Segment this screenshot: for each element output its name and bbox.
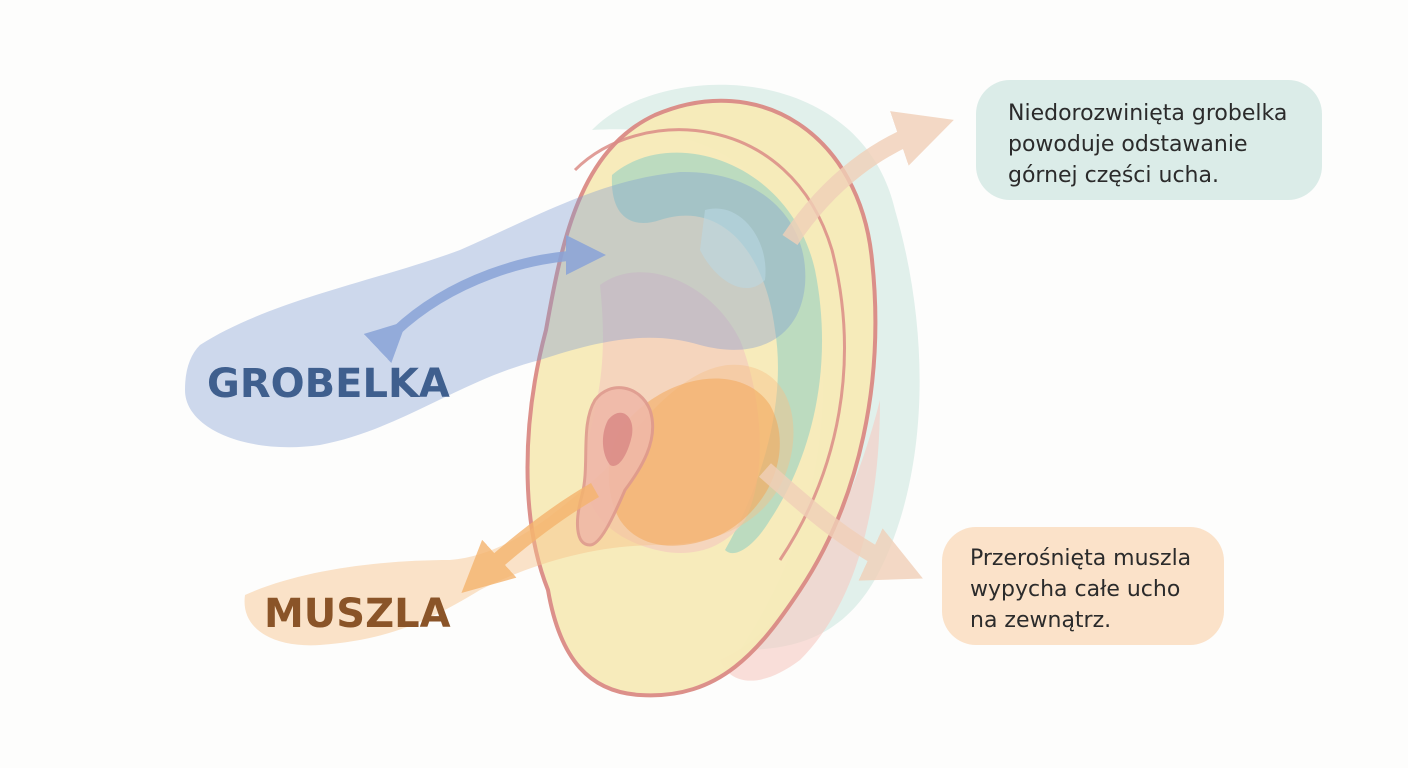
muszla-callout-line-2: wypycha całe ucho (970, 577, 1181, 602)
tragus (576, 386, 655, 547)
grobelka-callout: Niedorozwinięta grobelka powoduje odstaw… (976, 80, 1322, 200)
muszla-label: MUSZLA (264, 591, 451, 637)
helix-rim-inner (573, 128, 846, 561)
muszla-callout-line-1: Przerośnięta muszla (970, 546, 1192, 571)
grobelka-callout-line-3: górnej części ucha. (1008, 163, 1219, 188)
arrow-to-bottom-callout (759, 463, 923, 581)
muszla-callout-line-3: na zewnątrz. (970, 608, 1112, 633)
grobelka-callout-line-1: Niedorozwinięta grobelka (1008, 101, 1288, 126)
arrow-to-top-callout (782, 111, 954, 245)
grobelka-double-arrow (363, 235, 606, 364)
ear-canal (602, 412, 633, 466)
muszla-callout: Przerośnięta muszla wypycha całe ucho na… (942, 527, 1224, 645)
grobelka-callout-line-2: powoduje odstawanie (1008, 132, 1248, 157)
grobelka-highlight (700, 208, 766, 289)
muszla-arrow (461, 483, 599, 594)
grobelka-label: GROBELKA (207, 361, 450, 407)
